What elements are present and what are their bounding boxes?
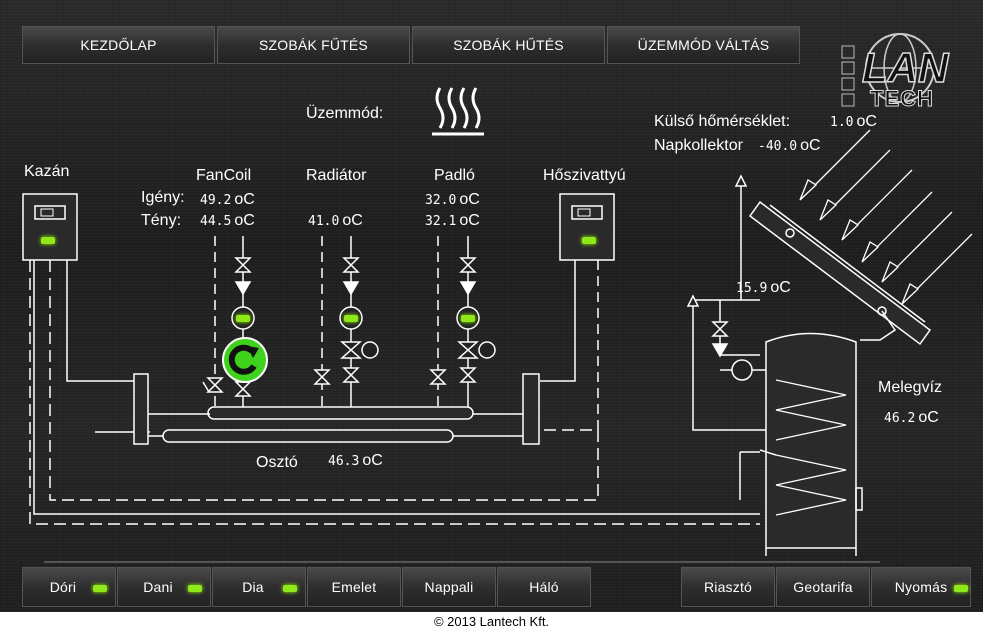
logo: LAN TECH bbox=[840, 28, 960, 112]
hot-water-tank[interactable] bbox=[739, 332, 863, 557]
radiator-valves bbox=[313, 257, 379, 385]
demand-label: Igény: bbox=[141, 189, 185, 206]
room-nappali-button[interactable]: Nappali bbox=[402, 567, 496, 607]
pressure-label: Nyomás bbox=[894, 579, 948, 595]
mode-label: Üzemmód: bbox=[306, 105, 384, 122]
heat-pump-status-led bbox=[582, 237, 596, 244]
sun-rays bbox=[799, 129, 973, 305]
rooms-nav: Dóri Dani Dia Emelet Nappali Háló bbox=[22, 567, 592, 607]
room-dori-label: Dóri bbox=[49, 579, 77, 595]
radiator-pump-led bbox=[344, 315, 358, 322]
alarm-button[interactable]: Riasztó bbox=[681, 567, 775, 607]
heat-pump-label: Hőszivattyú bbox=[543, 167, 626, 184]
room-dia-button[interactable]: Dia bbox=[212, 567, 306, 607]
kazan-status-led bbox=[41, 237, 55, 244]
fancoil-valves bbox=[202, 257, 252, 397]
room-dani-label: Dani bbox=[143, 579, 173, 595]
kazan-label: Kazán bbox=[24, 163, 70, 180]
hot-water-label: Melegvíz bbox=[878, 379, 943, 396]
floor-pump-led bbox=[461, 315, 475, 322]
padlo-valves bbox=[429, 257, 496, 385]
collector-label: Napkollektor bbox=[654, 137, 743, 154]
nav-room-heating[interactable]: SZOBÁK FŰTÉS bbox=[217, 26, 410, 64]
distributor-label: Osztó bbox=[256, 454, 298, 471]
room-dia-led bbox=[283, 585, 297, 592]
room-dani-button[interactable]: Dani bbox=[117, 567, 211, 607]
logo-tech: TECH bbox=[870, 86, 934, 112]
pressure-led bbox=[954, 585, 968, 592]
nav-room-cooling[interactable]: SZOBÁK HŰTÉS bbox=[412, 26, 605, 64]
schematic bbox=[22, 129, 973, 563]
hvac-screen: KEZDŐLAP SZOBÁK FŰTÉS SZOBÁK HŰTÉS ÜZEMM… bbox=[0, 0, 983, 612]
system-nav: Riasztó Geotarifa Nyomás bbox=[681, 567, 972, 607]
radiator-label: Radiátor bbox=[306, 167, 367, 184]
nav-home[interactable]: KEZDŐLAP bbox=[22, 26, 215, 64]
room-dani-led bbox=[188, 585, 202, 592]
floor-label: Padló bbox=[434, 167, 475, 184]
actual-label: Tény: bbox=[141, 212, 182, 229]
room-dori-led bbox=[93, 585, 107, 592]
footer-copyright: © 2013 Lantech Kft. bbox=[433, 614, 550, 629]
room-halo-button[interactable]: Háló bbox=[497, 567, 591, 607]
fancoil-pump-led bbox=[236, 315, 250, 322]
pressure-button[interactable]: Nyomás bbox=[871, 567, 971, 607]
outdoor-label: Külső hőmérséklet: bbox=[654, 113, 791, 130]
nav-mode-switch[interactable]: ÜZEMMÓD VÁLTÁS bbox=[607, 26, 800, 64]
fancoil-label: FanCoil bbox=[196, 167, 252, 184]
room-dori-button[interactable]: Dóri bbox=[22, 567, 116, 607]
heating-icon[interactable] bbox=[428, 82, 488, 138]
room-dia-label: Dia bbox=[242, 579, 264, 595]
solar-collector[interactable] bbox=[748, 200, 932, 346]
logo-lan: LAN bbox=[861, 43, 949, 92]
fancoil-pump-running-icon[interactable] bbox=[221, 336, 269, 384]
globe-icon bbox=[841, 33, 935, 107]
top-nav: KEZDŐLAP SZOBÁK FŰTÉS SZOBÁK HŰTÉS ÜZEMM… bbox=[22, 26, 802, 64]
room-emelet-button[interactable]: Emelet bbox=[307, 567, 401, 607]
heat-pump-unit[interactable] bbox=[559, 193, 615, 261]
kazan-unit[interactable] bbox=[22, 193, 78, 261]
geotariff-button[interactable]: Geotarifa bbox=[776, 567, 870, 607]
